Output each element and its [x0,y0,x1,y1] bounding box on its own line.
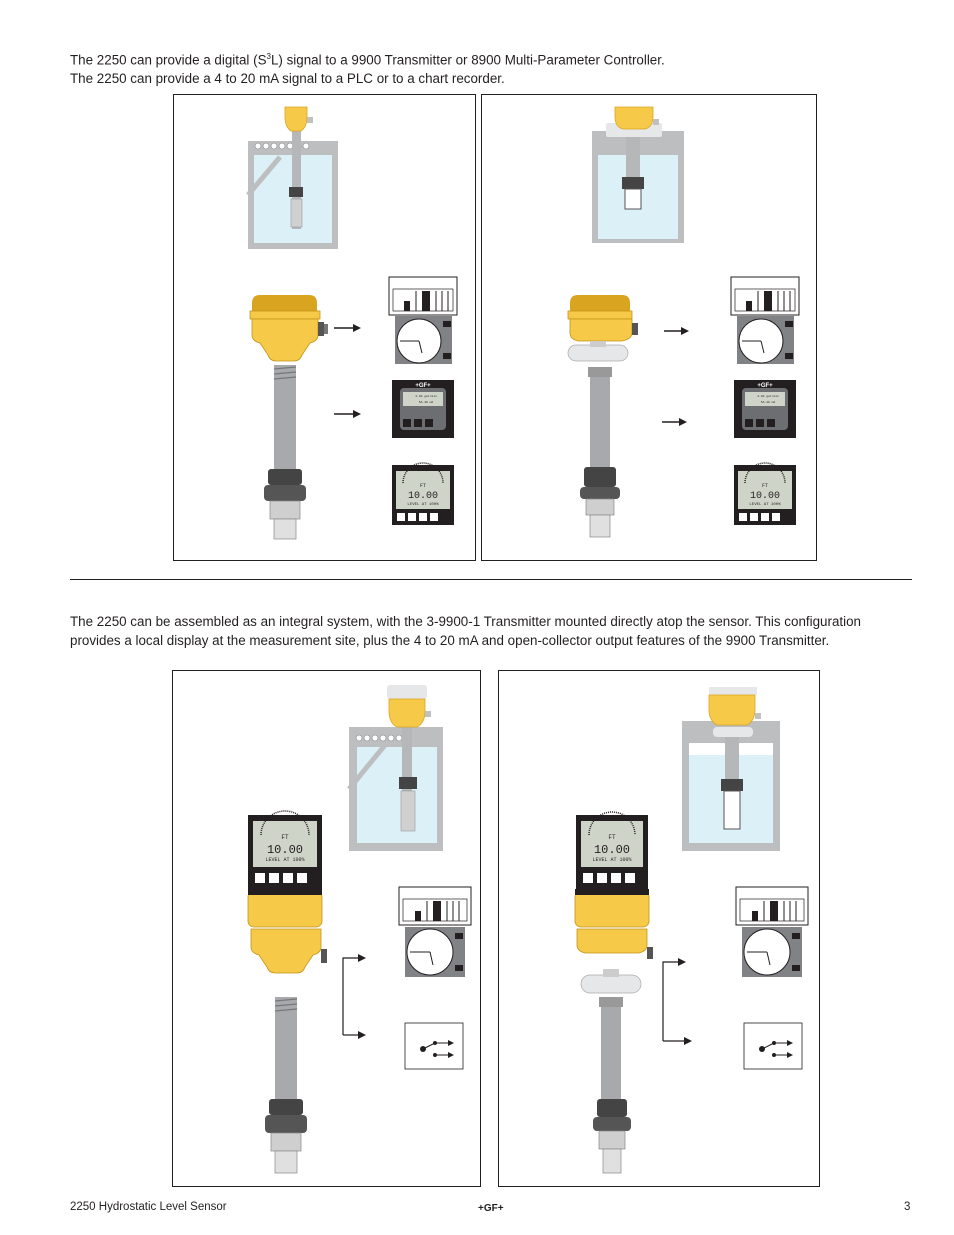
intro-paragraph: The 2250 can provide a digital (S3L) sig… [70,47,665,88]
plc-icon [735,886,809,926]
lcd-value: 10.00 [750,491,780,502]
footer-title: 2250 Hydrostatic Level Sensor [70,1201,227,1213]
chart-recorder-icon [737,316,794,364]
arrow-analog [334,410,361,418]
arrow-digital [334,324,361,332]
lcd-label: FT [281,834,289,841]
transmitter-8900-icon: +GF+ 4.00 gal/min 5A.40 mA [734,380,796,438]
chart-recorder-icon [395,316,452,364]
transmitter-8900-icon: +GF+ 4.00 gal/min 5A.40 mA [392,380,454,438]
lcd-label: FT [420,483,426,489]
brand-label: +GF+ [415,383,431,389]
channel-2-readout: 5A.40 mA [419,401,434,404]
channel-1-readout: 4.00 gal/min [757,394,779,398]
page-number: 3 [904,1201,911,1213]
plc-icon [388,276,458,316]
arrow-analog [662,418,687,426]
tank-illustration-open [347,685,443,851]
integral-text: The 2250 can be assembled as an integral… [70,614,861,648]
footer-logo: +GF+ [478,1203,504,1214]
chart-recorder-icon [742,927,802,977]
lcd-bottom: LEVEL AT 100% [749,503,781,507]
tank-illustration-open [246,106,338,249]
intro-line-2: The 2250 can provide a 4 to 20 mA signal… [70,71,505,87]
tank-illustration-closed [592,106,684,243]
section-divider [70,579,912,580]
lcd-value: 10.00 [408,491,438,502]
figure-integral-closed-tank: FT 10.00 LEVEL AT 100% [498,670,820,1187]
chart-recorder-icon [405,927,465,977]
lcd-label: FT [762,483,768,489]
channel-1-readout: 4.00 gal/min [415,394,437,398]
transmitter-9900-icon: FT 10.00 LEVEL AT 100% [392,462,454,525]
lcd-value: 10.00 [594,843,630,857]
sensor-2250-integral [574,889,653,1174]
tank-illustration-closed [682,687,780,851]
lcd-bottom: LEVEL AT 100% [265,857,304,863]
arrow-digital [664,327,689,335]
transmitter-9900-integral: FT 10.00 LEVEL AT 100% [248,810,322,891]
lcd-value: 10.00 [267,843,303,857]
sensor-2250-integral [247,889,327,1174]
figure-digital-signal-open-tank: +GF+ 4.00 gal/min 5A.40 mA FT 10.00 LEVE… [173,94,476,561]
intro-line-1: The 2250 can provide a digital (S3L) sig… [70,52,665,68]
brand-label: +GF+ [757,383,773,389]
output-connector-lines [662,958,692,1045]
plc-icon [730,276,800,316]
open-collector-relay-icon [743,1022,803,1070]
lcd-bottom: LEVEL AT 100% [407,503,439,507]
sensor-2250-large [567,295,638,538]
open-collector-relay-icon [404,1022,464,1070]
figure-digital-signal-closed-tank: +GF+ 4.00 gal/min 5A.40 mA FT 10.00 LEVE… [481,94,817,561]
figure-integral-open-tank: FT 10.00 LEVEL AT 100% [172,670,481,1187]
plc-icon [398,886,472,926]
channel-2-readout: 5A.40 mA [761,401,776,404]
sensor-2250-large [249,295,328,540]
lcd-label: FT [608,834,616,841]
lcd-bottom: LEVEL AT 100% [592,857,631,863]
integral-paragraph: The 2250 can be assembled as an integral… [70,612,910,650]
transmitter-9900-icon: FT 10.00 LEVEL AT 100% [734,462,796,525]
transmitter-9900-integral: FT 10.00 LEVEL AT 100% [576,811,648,891]
output-connector-lines [342,954,366,1039]
